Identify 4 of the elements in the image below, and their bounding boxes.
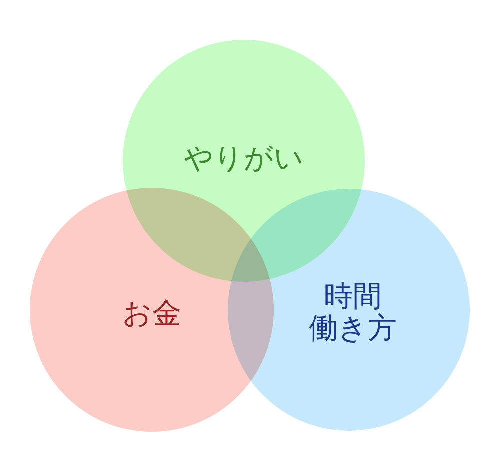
circle-label: お金 bbox=[122, 297, 182, 329]
circle-label: 働き方 bbox=[309, 312, 397, 344]
circle-label: やりがい bbox=[184, 142, 304, 174]
circle-label: 時間 bbox=[324, 280, 382, 312]
